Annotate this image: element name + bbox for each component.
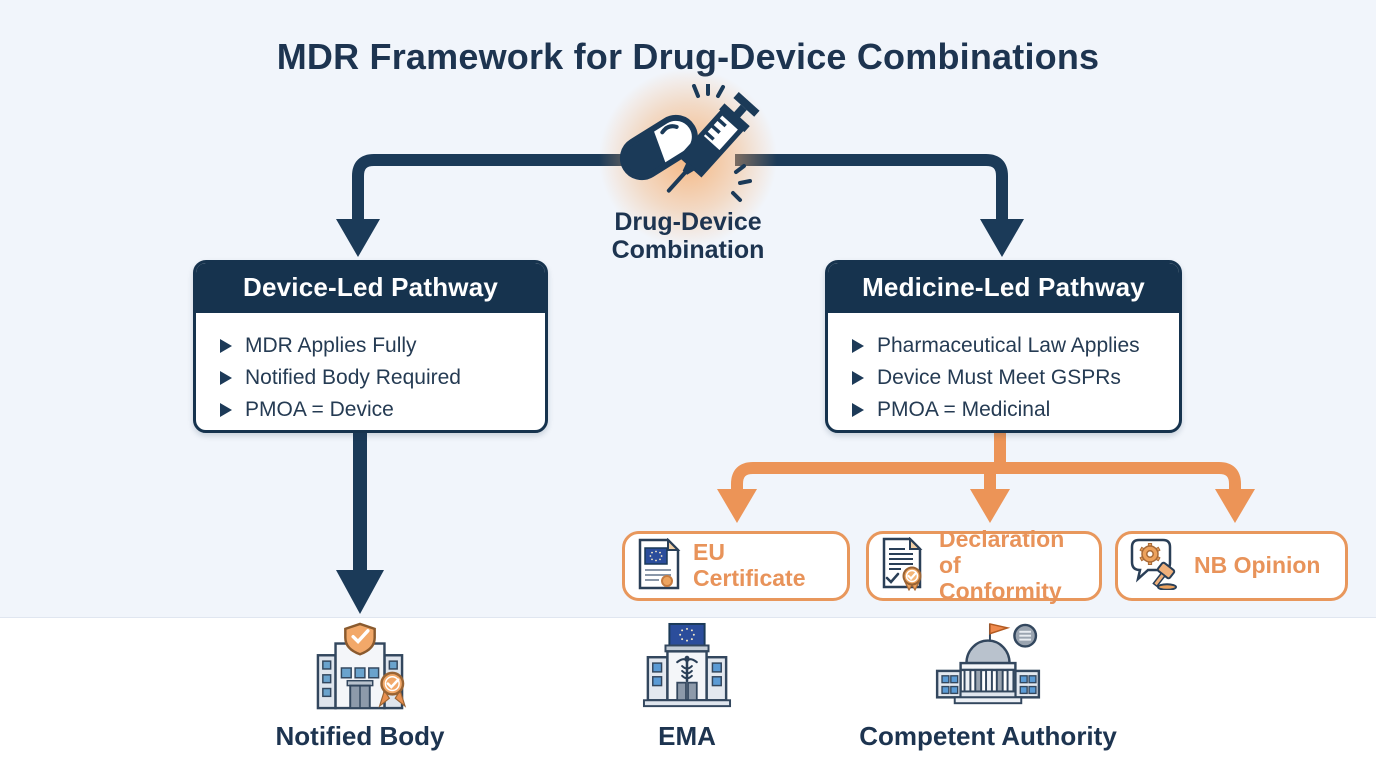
device-led-pathway-header: Device-Led Pathway [196, 263, 545, 313]
device-led-pathway-list: MDR Applies Fully Notified Body Required… [196, 313, 545, 430]
ema-icon [637, 622, 737, 716]
medicine-led-pathway-card: Medicine-Led Pathway Pharmaceutical Law … [825, 260, 1182, 433]
medicine-led-pathway-list: Pharmaceutical Law Applies Device Must M… [828, 313, 1179, 430]
arrow-bullet-icon [220, 371, 232, 385]
list-item-label: Device Must Meet GSPRs [877, 366, 1121, 389]
eu-certificate-box: EU Certificate [622, 531, 850, 601]
notified-body-node: Notified Body [255, 622, 465, 752]
list-item: Device Must Meet GSPRs [852, 366, 1167, 390]
list-item-label: PMOA = Device [245, 398, 394, 421]
declaration-of-conformity-box: Declaration of Conformity [866, 527, 1102, 604]
outcome-label: EU Certificate [693, 539, 806, 591]
list-item: PMOA = Device [220, 398, 533, 422]
list-item-label: PMOA = Medicinal [877, 398, 1051, 421]
outcome-label: NB Opinion [1194, 552, 1321, 579]
list-item: Notified Body Required [220, 366, 533, 390]
root-node-label: Drug-Device Combination [0, 208, 1376, 264]
eu-certificate-icon [637, 537, 681, 595]
org-label: EMA [658, 721, 716, 751]
list-item-label: Pharmaceutical Law Applies [877, 334, 1140, 357]
list-item: MDR Applies Fully [220, 334, 533, 358]
arrow-bullet-icon [852, 403, 864, 417]
list-item-label: MDR Applies Fully [245, 334, 417, 357]
medicine-led-pathway-header: Medicine-Led Pathway [828, 263, 1179, 313]
arrow-bullet-icon [852, 339, 864, 353]
declaration-of-conformity-icon [881, 536, 927, 596]
arrow-bullet-icon [852, 371, 864, 385]
arrow-bullet-icon [220, 403, 232, 417]
outcome-label: Declaration of Conformity [939, 527, 1089, 604]
org-label: Competent Authority [859, 721, 1117, 751]
notified-body-icon [305, 622, 415, 716]
nb-opinion-box: NB Opinion [1115, 531, 1348, 601]
root-label-line1: Drug-Device [614, 208, 762, 236]
outcome-label-line1: Declaration [939, 526, 1065, 553]
root-label-line2: Combination [611, 236, 765, 264]
competent-authority-node: Competent Authority [833, 622, 1143, 752]
list-item-label: Notified Body Required [245, 366, 461, 389]
list-item: PMOA = Medicinal [852, 398, 1167, 422]
pill-syringe-icon [612, 82, 764, 216]
competent-authority-icon [928, 623, 1048, 716]
nb-opinion-icon [1130, 538, 1182, 595]
list-item: Pharmaceutical Law Applies [852, 334, 1167, 358]
outcome-label-line2: of Conformity [939, 552, 1062, 604]
org-label: Notified Body [275, 721, 445, 751]
device-led-pathway-card: Device-Led Pathway MDR Applies Fully Not… [193, 260, 548, 433]
ema-node: EMA [597, 622, 777, 752]
arrow-bullet-icon [220, 339, 232, 353]
